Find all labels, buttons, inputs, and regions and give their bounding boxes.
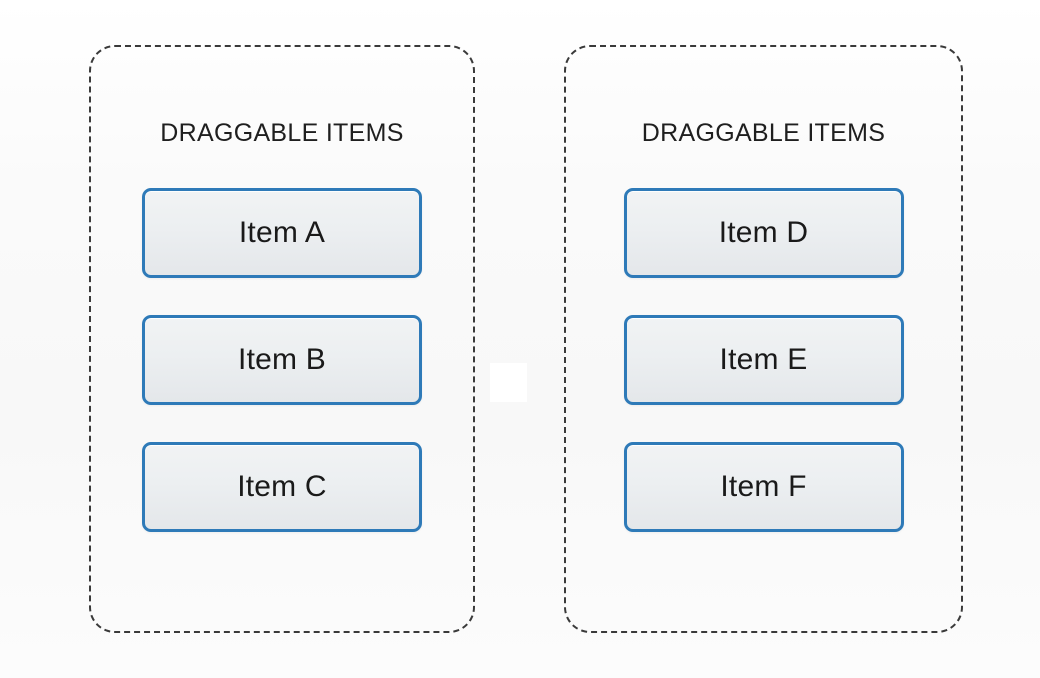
draggable-item-b[interactable]: Item B bbox=[142, 315, 422, 405]
draggable-item-d[interactable]: Item D bbox=[623, 188, 904, 278]
dropzone-left-title: DRAGGABLE ITEMS bbox=[160, 119, 404, 147]
background-artifact bbox=[490, 363, 527, 402]
draggable-item-a-label: Item A bbox=[238, 216, 326, 249]
draggable-item-f[interactable]: Item F bbox=[623, 442, 904, 532]
draggable-item-c[interactable]: Item C bbox=[142, 442, 422, 532]
dropzone-right[interactable]: DRAGGABLE ITEMS Item D Item E Item F bbox=[564, 45, 963, 633]
dropzone-left-item-list: Item A Item B Item C bbox=[142, 188, 422, 532]
draggable-item-b-label: Item B bbox=[238, 343, 326, 376]
draggable-item-a[interactable]: Item A bbox=[142, 188, 422, 278]
dropzone-right-item-list: Item D Item E Item F bbox=[623, 188, 904, 532]
draggable-item-f-label: Item F bbox=[720, 470, 807, 503]
draggable-item-c-label: Item C bbox=[237, 470, 327, 503]
draggable-item-e-label: Item E bbox=[719, 343, 808, 376]
draggable-item-e[interactable]: Item E bbox=[623, 315, 904, 405]
dropzone-right-title: DRAGGABLE ITEMS bbox=[641, 119, 886, 147]
dropzone-left[interactable]: DRAGGABLE ITEMS Item A Item B Item C bbox=[89, 45, 475, 633]
draggable-item-d-label: Item D bbox=[718, 216, 809, 249]
